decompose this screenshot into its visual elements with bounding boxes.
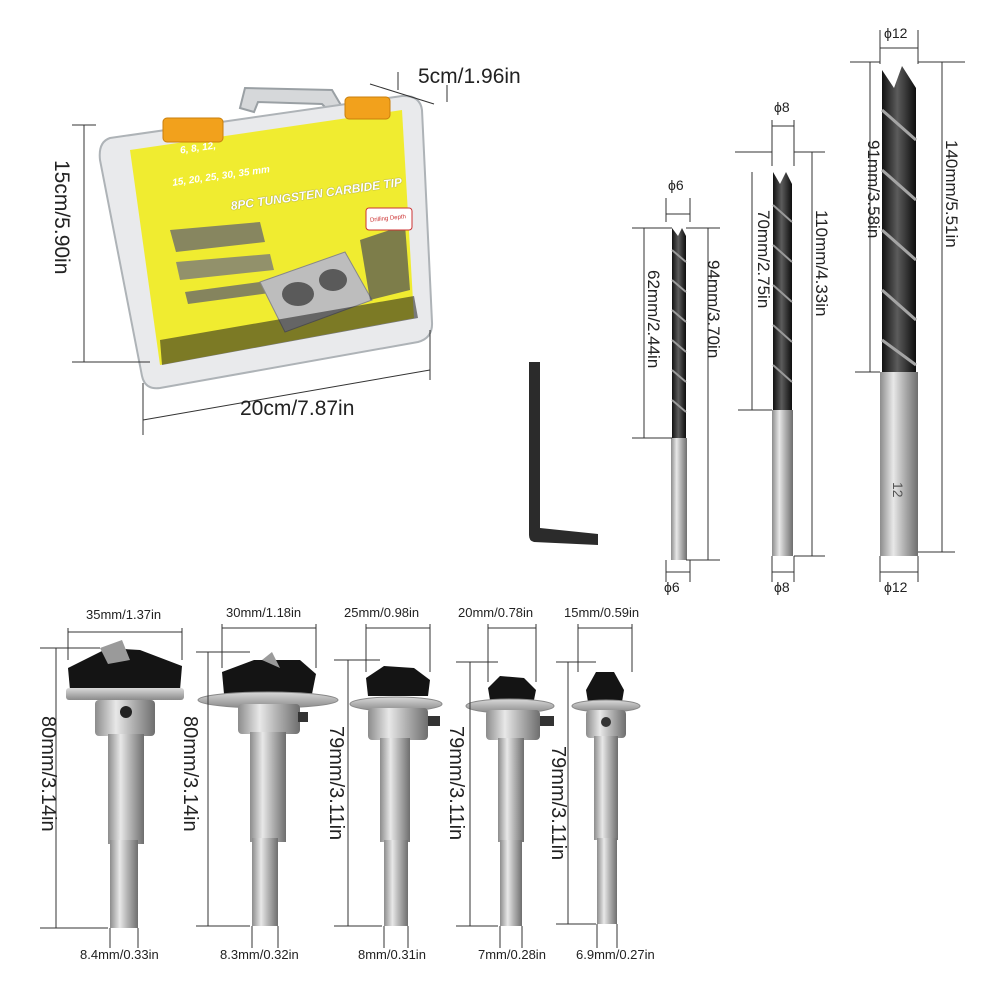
case-dimension-lines: [72, 72, 448, 435]
case-height-label: 15cm/5.90in: [50, 160, 73, 275]
forstner-15-shank: 6.9mm/0.27in: [576, 947, 655, 962]
forstner-bit-25-icon: [349, 666, 443, 926]
forstner-dimension-lines: [40, 624, 633, 948]
forstner-35-head: 35mm/1.37in: [86, 607, 162, 622]
brad-8-total-len: 110mm/4.33in: [812, 210, 831, 317]
forstner-15-length: 79mm/3.11in: [547, 746, 569, 861]
brad-bit-dimension-lines: [632, 30, 965, 582]
forstner-25-head: 25mm/0.98in: [344, 605, 420, 620]
brad-6-top-dia: ϕ6: [668, 177, 684, 193]
forstner-25-shank: 8mm/0.31in: [358, 947, 426, 962]
allen-key-icon: [529, 362, 598, 545]
forstner-bit-20-icon: [465, 676, 555, 926]
forstner-bit-30-icon: [197, 652, 339, 926]
forstner-15-head: 15mm/0.59in: [564, 605, 640, 620]
brad-bit-6-icon: [671, 228, 687, 560]
forstner-35-length: 80mm/3.14in: [37, 716, 59, 832]
brad-12-bottom-dia: ϕ12: [884, 579, 908, 595]
brad-8-bottom-dia: ϕ8: [774, 579, 790, 595]
brad-8-flute-len: 70mm/2.75in: [754, 210, 773, 309]
forstner-30-shank: 8.3mm/0.32in: [220, 947, 299, 962]
forstner-20-head: 20mm/0.78in: [458, 605, 534, 620]
forstner-bit-15-icon: [571, 672, 641, 924]
brad-12-flute-len: 91mm/3.58in: [864, 140, 883, 239]
case-depth-label: 5cm/1.96in: [418, 65, 521, 88]
brad-12-shank-mark: 12: [890, 482, 906, 498]
forstner-20-length: 79mm/3.11in: [445, 726, 467, 841]
brad-bit-12-icon: [880, 66, 918, 556]
brad-12-top-dia: ϕ12: [884, 25, 908, 41]
tool-case-icon: [98, 86, 434, 390]
forstner-30-length: 80mm/3.14in: [179, 716, 201, 832]
forstner-20-shank: 7mm/0.28in: [478, 947, 546, 962]
brad-6-total-len: 94mm/3.70in: [704, 260, 723, 359]
forstner-bit-35-icon: [66, 640, 184, 928]
brad-bit-8-icon: [772, 172, 793, 556]
brad-12-total-len: 140mm/5.51in: [942, 140, 961, 248]
forstner-35-shank: 8.4mm/0.33in: [80, 947, 159, 962]
brad-6-bottom-dia: ϕ6: [664, 579, 680, 595]
case-width-label: 20cm/7.87in: [240, 397, 355, 420]
brad-8-top-dia: ϕ8: [774, 99, 790, 115]
forstner-25-length: 79mm/3.11in: [325, 726, 347, 841]
forstner-30-head: 30mm/1.18in: [226, 605, 302, 620]
brad-6-flute-len: 62mm/2.44in: [644, 270, 663, 369]
